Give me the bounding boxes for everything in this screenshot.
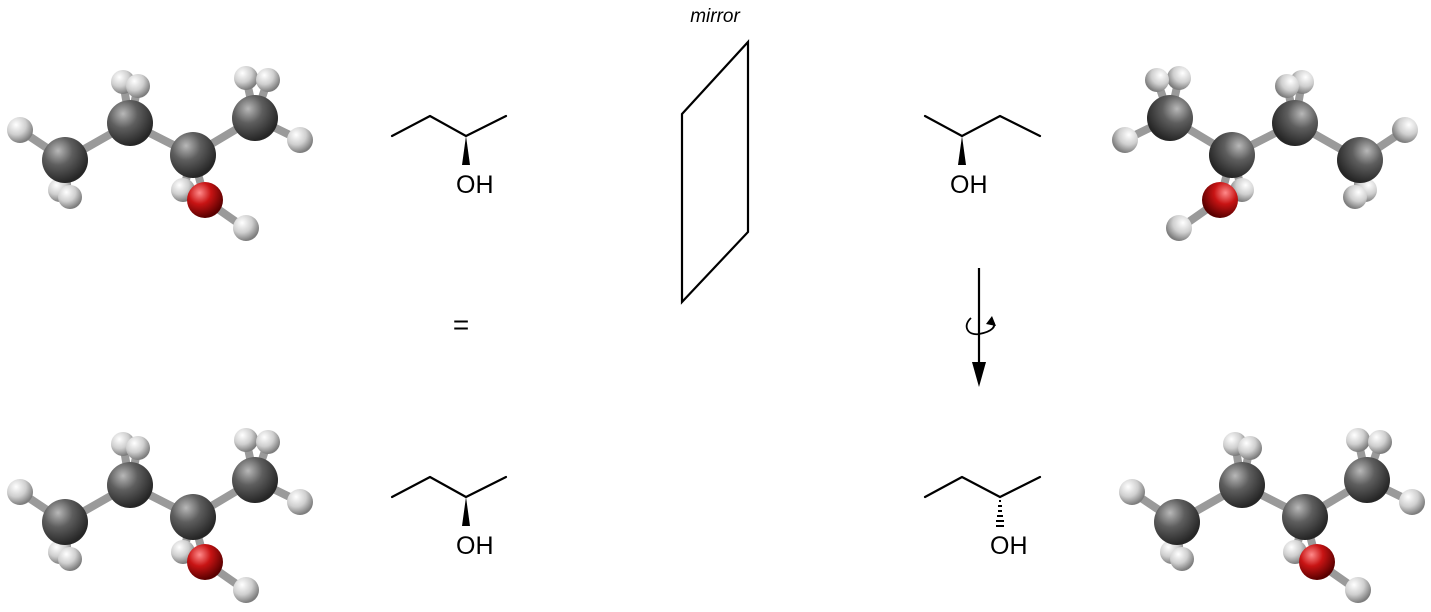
mirror-plane-icon xyxy=(680,39,750,305)
hydrogen-atoms-front xyxy=(7,68,313,241)
hydroxyl-label: OH xyxy=(456,171,494,199)
hydroxyl-label: OH xyxy=(456,532,494,560)
hash-bond xyxy=(996,500,1004,527)
hydroxyl-label: OH xyxy=(950,171,988,199)
skeletal-formula-top-left: OH xyxy=(390,114,508,199)
hydroxyl-label: OH xyxy=(990,532,1028,560)
carbon-atoms xyxy=(42,95,278,183)
wedge-bond xyxy=(462,497,470,526)
equals-sign: = xyxy=(453,309,469,340)
skeletal-formula-bottom-left: OH xyxy=(390,475,508,560)
mirror-label: mirror xyxy=(690,6,740,27)
ball-and-stick-model-bottom-left xyxy=(7,428,313,603)
oxygen-atom xyxy=(187,182,223,218)
hydrogen-atoms-back xyxy=(48,66,258,202)
ball-and-stick-model-top-left xyxy=(7,66,313,241)
ball-and-stick-model-top-right xyxy=(1112,66,1418,241)
wedge-bond xyxy=(462,136,470,165)
rotation-arrow-icon xyxy=(965,268,996,387)
skeletal-formula-top-right: OH xyxy=(923,114,1042,199)
ball-and-stick-model-bottom-right xyxy=(1119,428,1425,603)
wedge-bond xyxy=(958,136,966,165)
skeletal-formula-bottom-right: OH xyxy=(923,475,1042,560)
